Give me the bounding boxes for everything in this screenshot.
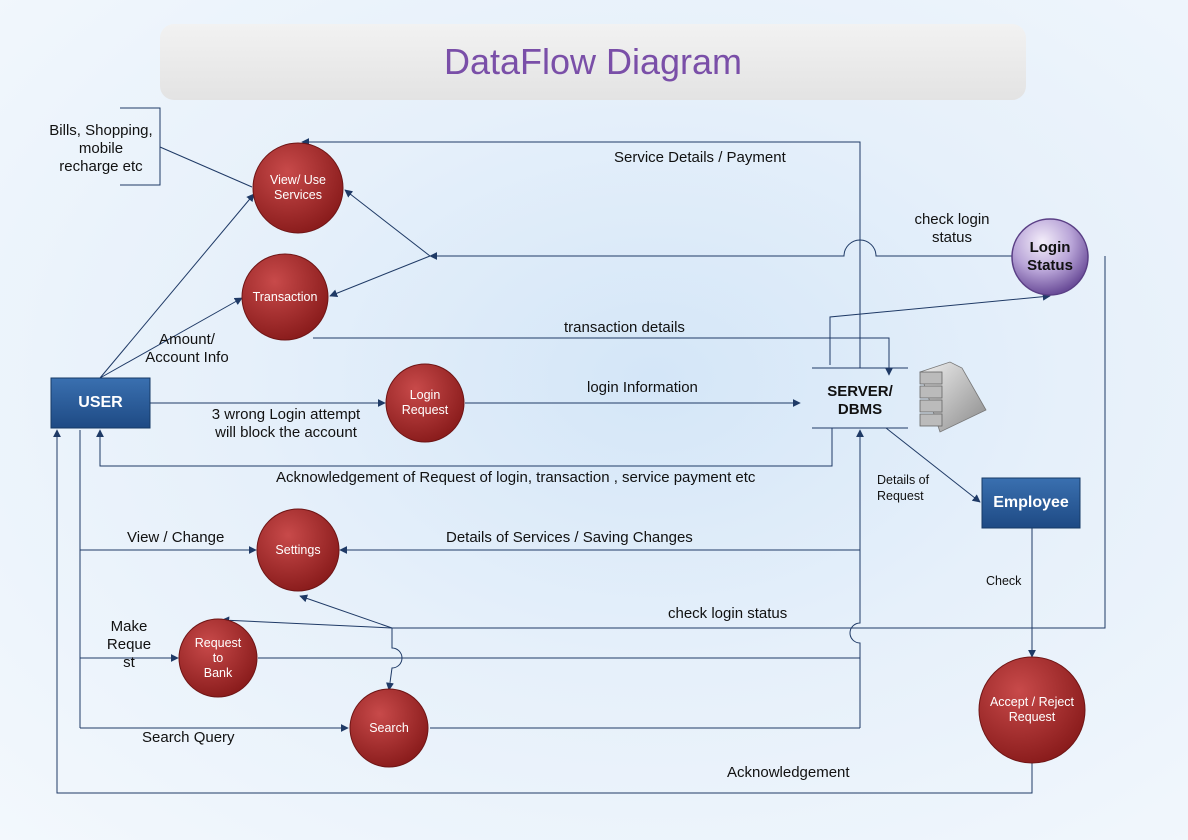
server-icon xyxy=(919,361,987,433)
login-status-process xyxy=(1011,218,1089,296)
user-label: USER xyxy=(78,394,123,411)
flow-to-settings xyxy=(299,594,393,629)
bills-line3: recharge etc xyxy=(59,158,143,175)
settings-process xyxy=(256,508,340,592)
wrong-login-label: 3 wrong Login attempt will block the acc… xyxy=(198,406,374,442)
details-request-label: Details of Request xyxy=(877,472,929,504)
server-label-line2: DBMS xyxy=(837,401,883,418)
server-label-line1: SERVER/ xyxy=(827,383,893,400)
accept-reject-line1: Accept / Reject xyxy=(989,695,1075,709)
transaction-process xyxy=(241,253,329,341)
employee-label: Employee xyxy=(993,494,1069,511)
acknowledgement-label: Acknowledgement xyxy=(727,764,850,781)
login-request-process xyxy=(385,363,465,443)
transaction-details-label: transaction details xyxy=(564,319,685,336)
flow-user-to-view-services xyxy=(99,193,255,379)
request-bank-line3: Bank xyxy=(203,665,233,680)
search-query-label: Search Query xyxy=(142,729,235,746)
amount-line1: Amount/ xyxy=(159,331,215,348)
employee-entity xyxy=(981,477,1081,529)
request-bank-process xyxy=(178,618,258,698)
accept-reject-process xyxy=(978,656,1086,764)
wrong-login-line2: will block the account xyxy=(215,424,357,441)
server-label: SERVER/ DBMS xyxy=(812,383,908,419)
login-status-line1: Login xyxy=(1029,239,1071,256)
flow-server-to-employee xyxy=(885,427,981,503)
annotation-line xyxy=(159,146,253,188)
details-services-label: Details of Services / Saving Changes xyxy=(446,529,693,546)
make-request-line2: Reque xyxy=(106,636,152,653)
flow-service-details xyxy=(301,138,861,368)
make-request-line3: st xyxy=(123,654,135,671)
flow-to-search xyxy=(386,628,403,691)
check-label: Check xyxy=(986,574,1022,588)
flow-junction-to-transaction xyxy=(329,255,431,298)
amount-line2: Account Info xyxy=(145,349,229,366)
check-login-line1: check login xyxy=(914,211,990,228)
check-login-label: check login status xyxy=(900,211,1004,247)
flow-transaction-details xyxy=(313,337,893,376)
login-request-label: Login Request xyxy=(386,364,464,442)
acknowledgement-request-label: Acknowledgement of Request of login, tra… xyxy=(276,469,756,486)
request-bank-label: Request to Bank xyxy=(179,619,257,697)
bills-annotation: Bills, Shopping, mobile recharge etc xyxy=(40,122,162,176)
flow-server-to-login-status xyxy=(829,292,1051,365)
login-request-line2: Request xyxy=(401,403,449,417)
details-request-line2: Request xyxy=(877,489,924,503)
details-request-line1: Details of xyxy=(877,473,930,487)
request-bank-line2: to xyxy=(212,650,224,665)
amount-label: Amount/ Account Info xyxy=(138,331,236,367)
search-process xyxy=(349,688,429,768)
bills-line1: Bills, Shopping, xyxy=(49,122,153,139)
accept-reject-line2: Request xyxy=(1008,710,1056,724)
flow-junction-to-view-services xyxy=(344,189,431,257)
flow-check-login-status xyxy=(221,256,1106,629)
login-status-label: Login Status xyxy=(1012,219,1088,295)
view-services-line2: Services xyxy=(274,188,322,202)
login-request-line1: Login xyxy=(409,388,441,402)
user-entity xyxy=(50,377,151,429)
wrong-login-line1: 3 wrong Login attempt xyxy=(211,406,361,423)
view-services-label: View/ Use Services xyxy=(253,143,343,233)
service-details-label: Service Details / Payment xyxy=(614,149,786,166)
check-login-line2: status xyxy=(931,229,973,246)
view-services-line1: View/ Use xyxy=(269,173,327,187)
view-services-process xyxy=(252,142,344,234)
request-bank-line1: Request xyxy=(194,635,242,650)
flow-login-status-to-junction xyxy=(429,239,1012,260)
annotation-bracket xyxy=(120,107,161,186)
make-request-label: Make Reque st xyxy=(100,618,158,672)
flow-user-to-transaction xyxy=(99,297,243,379)
search-label: Search xyxy=(369,720,409,735)
make-request-line1: Make xyxy=(110,618,148,635)
diagram-title: DataFlow Diagram xyxy=(160,24,1026,100)
view-change-label: View / Change xyxy=(127,529,225,546)
accept-reject-label: Accept / Reject Request xyxy=(979,657,1085,763)
login-status-line2: Status xyxy=(1027,257,1073,274)
transaction-label: Transaction xyxy=(252,289,318,304)
flow-to-server-vertical xyxy=(849,429,864,728)
check-login-status-label: check login status xyxy=(668,605,788,622)
bills-line2: mobile xyxy=(78,140,124,157)
flow-acknowledgement-request xyxy=(96,428,833,467)
settings-label: Settings xyxy=(275,542,321,557)
login-information-label: login Information xyxy=(587,379,698,396)
